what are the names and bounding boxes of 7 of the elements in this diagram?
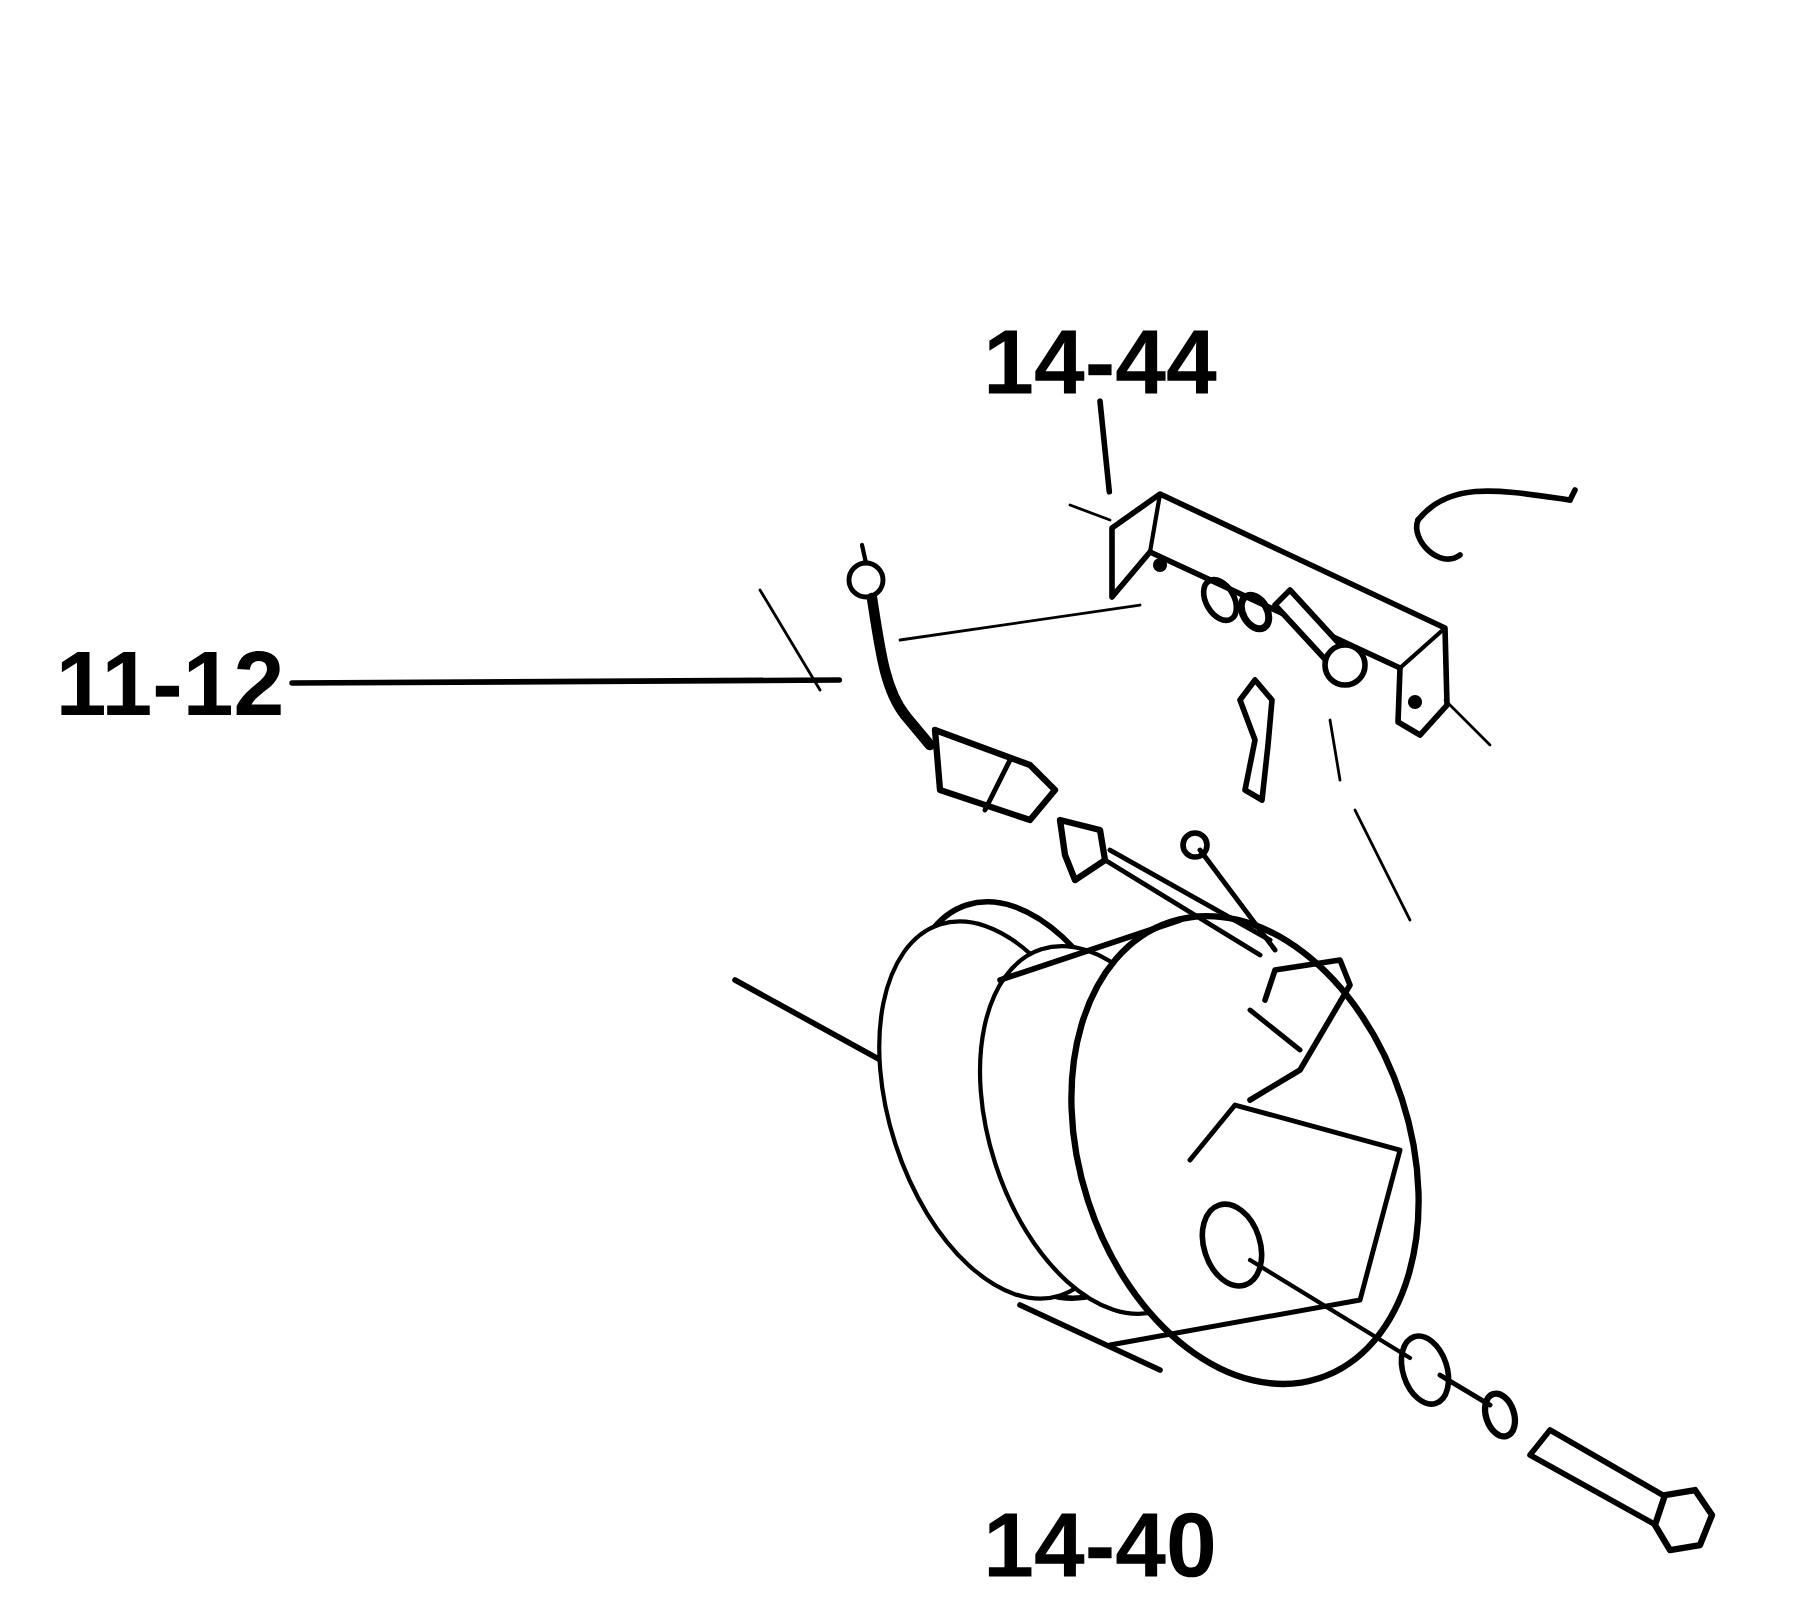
callout-number: 11-12: [61, 651, 281, 715]
callout-number: 14-40: [988, 1512, 1214, 1578]
leader-line: [1097, 398, 1113, 495]
callout-number: 14-44: [988, 330, 1217, 394]
bracket-drawing: [1109, 491, 1450, 738]
leader-line: [289, 677, 843, 686]
wire-lead-drawing: [846, 542, 1059, 824]
